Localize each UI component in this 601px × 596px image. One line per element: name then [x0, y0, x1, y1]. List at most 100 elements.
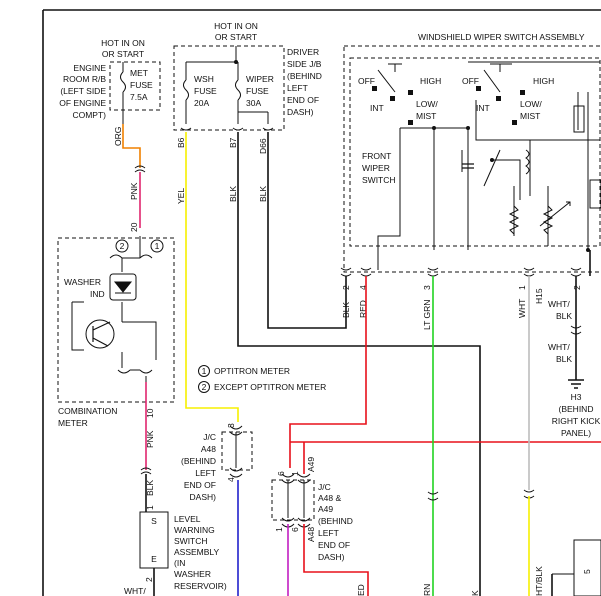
pin-ltgrn: LT GRN: [422, 300, 432, 330]
wire-blk-b7: [237, 132, 481, 596]
pin-wht-blk-2a: WHT/: [548, 342, 570, 352]
driver-jb-2: SIDE J/B: [287, 59, 322, 69]
sw2-low-2: MIST: [520, 111, 540, 121]
hot-on-start-mid-2: OR START: [215, 32, 257, 42]
front-wiper-switch-2: WIPER: [362, 163, 390, 173]
hot-on-start-left-1: HOT IN ON: [101, 38, 145, 48]
ground-h3-3: RIGHT KICK: [552, 416, 601, 426]
pin-wht-level: WHT/: [124, 586, 146, 596]
right-component-2: [589, 179, 601, 209]
level-switch-e: E: [151, 554, 157, 564]
ground-h3-1: H3: [571, 392, 582, 402]
driver-jb-1: DRIVER: [287, 47, 319, 57]
legend-2: EXCEPT OPTITRON METER: [214, 382, 326, 392]
circle-1-text: 1: [155, 241, 160, 251]
sw2-high: HIGH: [533, 76, 554, 86]
meter-branch-top: [109, 236, 153, 259]
sw1-low-2: MIST: [416, 111, 436, 121]
legend-1: OPTITRON METER: [214, 366, 290, 376]
transistor-icon: [85, 319, 115, 349]
level-switch-s: S: [151, 516, 157, 526]
ground-icon: [568, 379, 584, 389]
pin-blk-b: BLK: [258, 186, 268, 202]
connector-ground: [570, 325, 582, 335]
jc-a48-box: [221, 431, 253, 471]
jb-node: [234, 60, 238, 64]
jc-a48-4: LEFT: [195, 468, 216, 478]
driver-jb-box: [173, 45, 285, 131]
jb-bus: [185, 46, 239, 80]
meter-bottom-branch: [117, 369, 153, 382]
pin-pnk-top: PNK: [129, 182, 139, 200]
pin-jc-a48: A48: [306, 527, 316, 542]
wire-org: [122, 124, 141, 168]
level-warning-7: RESERVOIR): [174, 581, 227, 591]
pin-pnk-lower: PNK: [145, 430, 155, 448]
wiper-fuse-2: FUSE: [246, 86, 269, 96]
jc-a48-a49-6: END OF: [318, 540, 350, 550]
wsh-fuse-2: FUSE: [194, 86, 217, 96]
jc-a48-2: A48: [201, 444, 216, 454]
met-fuse-3: 7.5A: [130, 92, 148, 102]
pin-yel: YEL: [176, 188, 186, 204]
engine-room-3: (LEFT SIDE: [60, 86, 106, 96]
wire-red-lower: [303, 524, 369, 596]
sw2-terminal-a: [476, 86, 481, 91]
level-warning-2: WARNING: [174, 525, 215, 535]
pin-jc-a49: A49: [306, 457, 316, 472]
sw1-terminal-d: [408, 120, 413, 125]
jc-a48-a49-symbols: [281, 473, 311, 528]
pin-wht-blk-2b: BLK: [556, 354, 572, 364]
sw1-off: OFF: [358, 76, 375, 86]
bottom-label-rn: RN: [422, 584, 432, 596]
bottom-right-component: [573, 539, 601, 596]
bottom-label-k: K: [470, 590, 480, 596]
hot-on-start-mid-1: HOT IN ON: [214, 21, 258, 31]
combination-meter-2: METER: [58, 418, 88, 428]
right-component-1: [573, 105, 585, 133]
pin-h15: H15: [534, 288, 544, 304]
pin-wht-blk-1a: WHT/: [548, 299, 570, 309]
bottom-label-ed: ED: [356, 584, 366, 596]
node-2: [432, 126, 436, 130]
connector-blk-lower: [140, 467, 152, 475]
sw2-contacts: [475, 63, 600, 141]
level-warning-3: SWITCH: [174, 536, 208, 546]
front-wiper-switch-3: SWITCH: [362, 175, 396, 185]
jc-a48-5: END OF: [184, 480, 216, 490]
wsh-fuse-1: WSH: [194, 74, 214, 84]
legend-circle-2-num: 2: [202, 382, 207, 392]
jc-a48-a49-7: DASH): [318, 552, 345, 562]
sw2-terminal-c: [496, 96, 501, 101]
relay-coil-icon: [525, 149, 530, 175]
sw1-terminal-b: [408, 90, 413, 95]
wsh-fuse-icon: [183, 79, 189, 101]
driver-jb-6: DASH): [287, 107, 314, 117]
node-4: [586, 248, 590, 252]
resistor-1-icon: [508, 205, 520, 235]
transistor-leads: [92, 321, 111, 347]
pin-wht: WHT: [517, 299, 527, 318]
jc-a48-symbols: [229, 425, 243, 478]
sw1-low-1: LOW/: [416, 99, 438, 109]
sw2-terminal-d: [512, 120, 517, 125]
sw1-terminal-a: [372, 86, 377, 91]
met-fuse-1: MET: [130, 68, 148, 78]
combination-meter-1: COMBINATION: [58, 406, 117, 416]
level-warning-6: WASHER: [174, 569, 211, 579]
pin-c10: 10: [145, 408, 155, 418]
pin-c2-level: 2: [144, 577, 154, 582]
jb-internal-down: [185, 100, 269, 124]
sw1-contacts: [377, 63, 402, 93]
meter-internal-wiring: [71, 258, 157, 368]
jc-a48-a49-3: A49: [318, 504, 333, 514]
sw2-off: OFF: [462, 76, 479, 86]
washer-ind-1: WASHER: [64, 277, 101, 287]
level-warning-5: (IN: [174, 558, 185, 568]
engine-room-5: COMPT): [72, 110, 106, 120]
wire-yel: [185, 132, 239, 422]
jc-a48-1: J/C: [203, 432, 216, 442]
legend-circle-1: [198, 365, 210, 377]
engine-room-1: ENGINE: [73, 63, 106, 73]
